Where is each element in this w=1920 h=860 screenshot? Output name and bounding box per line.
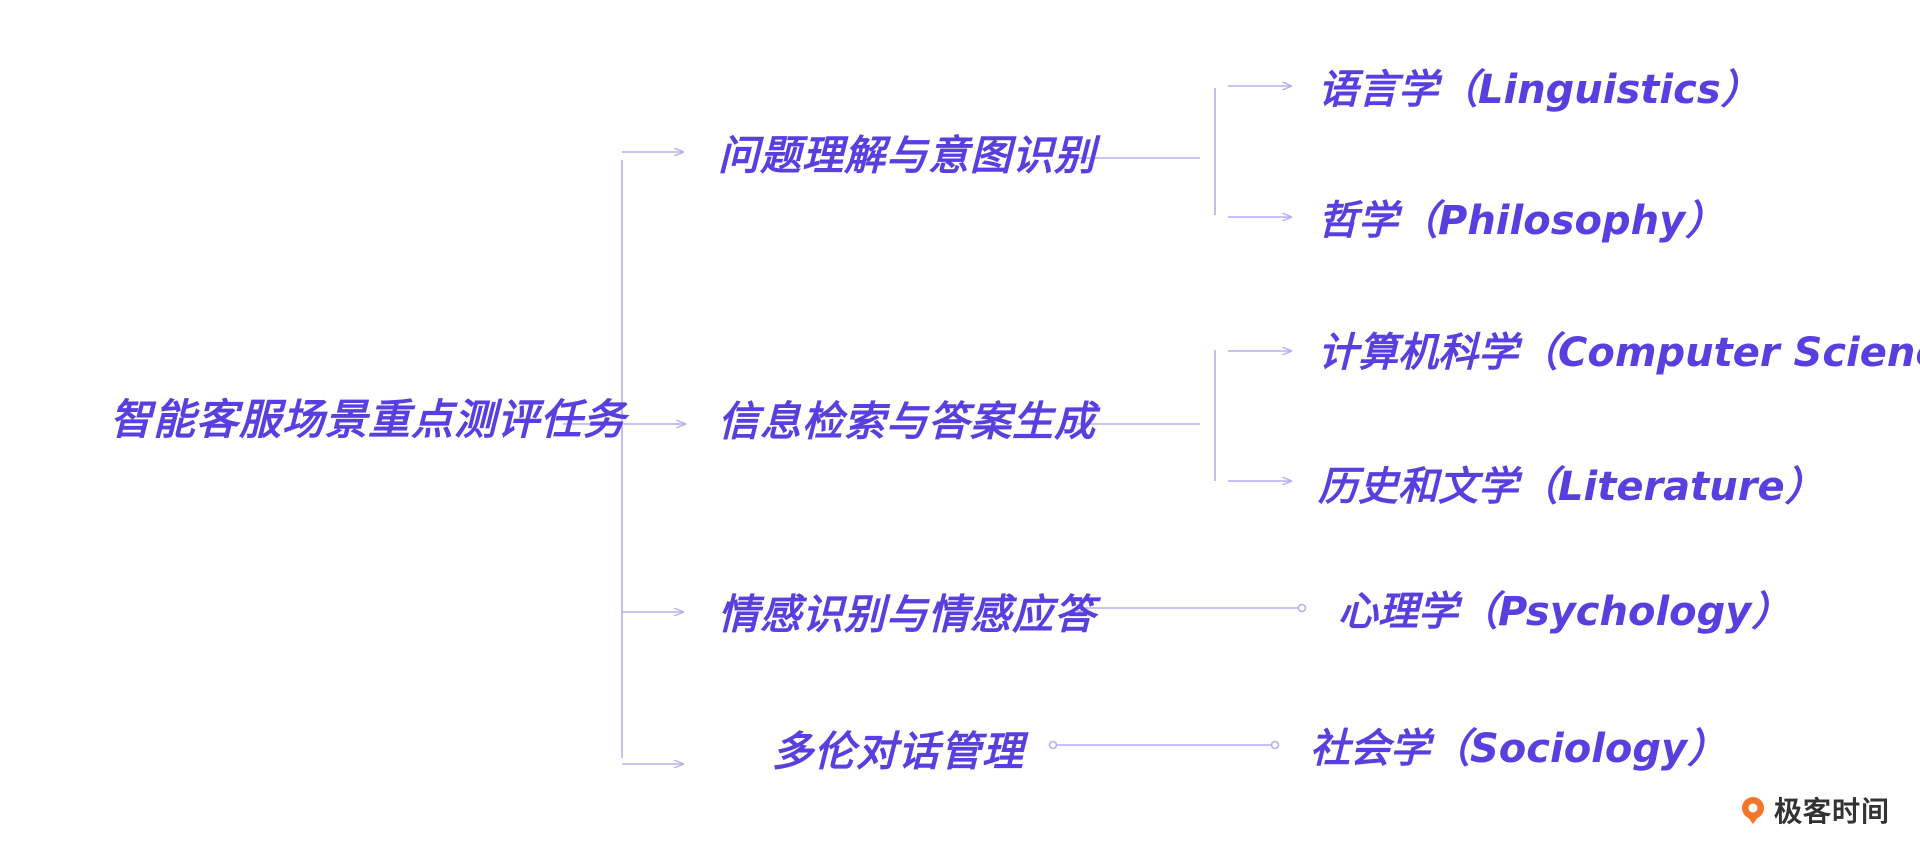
task-node-label: 信息检索与答案生成 bbox=[718, 397, 1096, 446]
task-node-label: 问题理解与意图识别 bbox=[718, 131, 1096, 180]
task-node-label: 情感识别与情感应答 bbox=[718, 590, 1096, 639]
discipline-node-label: 心理学（Psychology） bbox=[1338, 589, 1792, 635]
connector-endpoint bbox=[1075, 603, 1085, 613]
discipline-node-label: 语言学（Linguistics） bbox=[1318, 67, 1761, 113]
brand-logo-text: 极客时间 bbox=[1774, 795, 1891, 828]
discipline-node-label: 哲学（Philosophy） bbox=[1318, 198, 1726, 244]
connector-endpoint bbox=[1270, 740, 1280, 750]
discipline-node-label: 历史和文学（Literature） bbox=[1318, 464, 1825, 510]
discipline-node-label: 计算机科学（Computer Science） bbox=[1318, 330, 1920, 376]
task-node-label: 多伦对话管理 bbox=[772, 727, 1024, 776]
discipline-node-label: 社会学（Sociology） bbox=[1310, 726, 1728, 772]
brand-logo: 极客时间 bbox=[1738, 790, 1890, 830]
connector-endpoint bbox=[1048, 740, 1058, 750]
root-node-label: 智能客服场景重点测评任务 bbox=[110, 395, 627, 444]
connector-endpoint bbox=[1297, 603, 1307, 613]
geektime-logo-icon bbox=[1738, 795, 1768, 825]
